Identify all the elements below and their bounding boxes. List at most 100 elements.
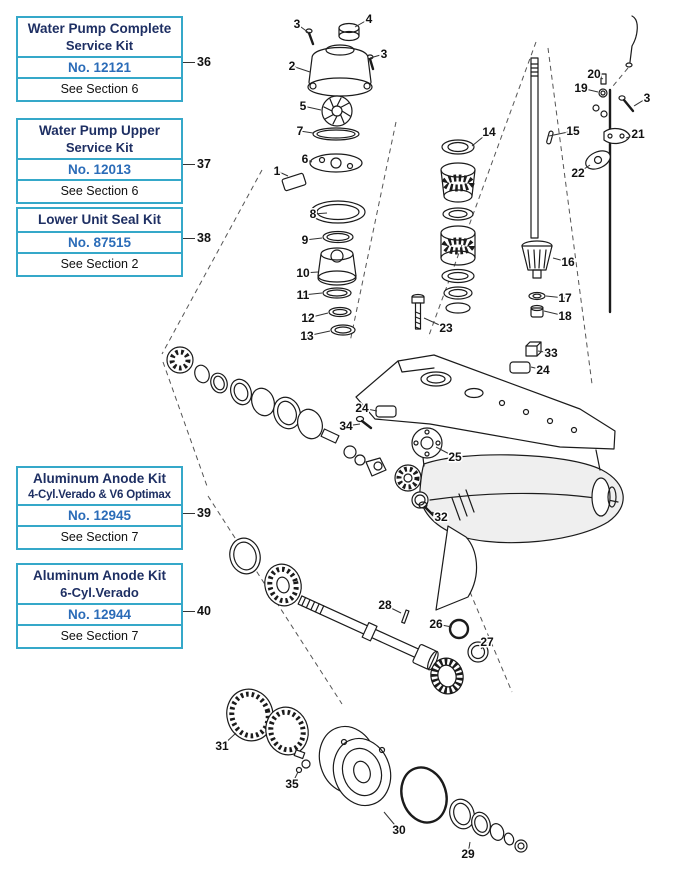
callout-leader-line: [383, 811, 400, 831]
part-callout-26: 26: [429, 617, 443, 631]
kit-title: Water Pump Upper Service Kit: [18, 120, 181, 158]
kit-callout-39: 39: [197, 506, 211, 520]
prop-shaft-assembly: [229, 537, 489, 695]
kit-callout-37: 37: [197, 157, 211, 171]
part-callout-25: 25: [448, 450, 462, 464]
part-callout-12: 12: [301, 311, 315, 325]
callout-leader-line: [577, 164, 591, 174]
callout-leader-line: [471, 131, 490, 147]
kit-section-ref: See Section 7: [60, 629, 139, 644]
seal-train: [166, 346, 443, 517]
kit-part-number-link[interactable]: No. 12121: [18, 56, 181, 80]
callout-leader-line: [307, 312, 329, 319]
kit-part-number-link[interactable]: No. 12013: [18, 158, 181, 182]
shift-shaft-parts: [546, 15, 638, 314]
callout-leader-line: [302, 292, 323, 296]
callout-leader-line: [431, 511, 442, 518]
part-callout-2: 2: [289, 59, 296, 73]
kit-title-line: Water Pump Upper: [38, 123, 160, 138]
kit-title-line: Service Kit: [65, 139, 134, 155]
callout-leader-line: [291, 771, 299, 785]
kit-leader-line: [183, 62, 195, 63]
construction-lines: [161, 41, 593, 705]
callout-leader-line: [296, 23, 310, 34]
callout-leader-line: [221, 732, 237, 747]
part-callout-13: 13: [300, 329, 314, 343]
callout-leader-line: [306, 330, 331, 337]
kit-box-anode-6cyl: Aluminum Anode Kit 6-Cyl.Verado No. 1294…: [16, 563, 183, 650]
water-pump-stack: [281, 22, 375, 336]
callout-leader-line: [423, 317, 447, 329]
kit-section-ref: See Section 6: [60, 82, 139, 97]
callout-leader-line: [299, 130, 314, 134]
part-callout-18: 18: [558, 309, 572, 323]
callout-leader-line: [537, 350, 552, 354]
callout-leader-line: [312, 212, 328, 215]
part-callout-15: 15: [566, 124, 580, 138]
part-callout-21: 21: [631, 127, 645, 141]
callout-leader-line: [552, 257, 569, 263]
callout-leader-line: [593, 73, 604, 80]
callout-leader-line: [302, 271, 319, 274]
kit-part-number-link[interactable]: No. 87515: [18, 230, 181, 254]
part-callout-29: 29: [461, 847, 475, 861]
part-callout-6: 6: [302, 152, 309, 166]
callout-leader-line: [276, 170, 289, 177]
part-callout-1: 1: [274, 164, 281, 178]
kit-leader-line: [183, 513, 195, 514]
kit-part-number-link[interactable]: No. 12944: [18, 603, 181, 627]
callout-leader-line: [548, 130, 574, 137]
callout-leader-line: [530, 366, 544, 371]
part-callout-16: 16: [561, 255, 575, 269]
kit-callout-40: 40: [197, 604, 211, 618]
kit-title-line: Water Pump Complete: [27, 21, 172, 36]
callout-leader-line: [633, 97, 648, 107]
part-callout-10: 10: [296, 266, 310, 280]
driveshaft: [521, 57, 553, 318]
part-callout-17: 17: [558, 291, 572, 305]
kit-callout-36: 36: [197, 55, 211, 69]
kit-title: Lower Unit Seal Kit: [18, 209, 181, 231]
fasteners-and-blocks: [355, 293, 542, 430]
callout-leader-line: [345, 423, 361, 427]
kit-section-ref: See Section 7: [60, 530, 139, 545]
callout-leader-line: [580, 87, 599, 93]
kit-title: Aluminum Anode Kit 4-Cyl.Verado & V6 Opt…: [18, 468, 181, 504]
kit-title-line: 4-Cyl.Verado & V6 Optimax: [28, 488, 171, 501]
part-callout-11: 11: [297, 288, 310, 302]
part-callout-5: 5: [300, 99, 307, 113]
callout-leader-line: [304, 158, 313, 163]
part-callout-23: 23: [439, 321, 453, 335]
part-callout-22: 22: [571, 166, 585, 180]
callout-leader-line: [435, 623, 453, 628]
part-callout-4: 4: [366, 12, 373, 26]
callout-leader-line: [354, 18, 370, 28]
part-callout-31: 31: [215, 739, 229, 753]
part-callout-7: 7: [297, 124, 304, 138]
callout-leader-line: [291, 65, 311, 73]
kit-callout-38: 38: [197, 231, 211, 245]
part-callout-33: 33: [544, 346, 558, 360]
kit-title: Water Pump Complete Service Kit: [18, 18, 181, 56]
kit-box-water-pump-complete: Water Pump Complete Service Kit No. 1212…: [16, 16, 183, 103]
callout-leader-line: [625, 133, 639, 139]
kit-leader-line: [183, 164, 195, 165]
kit-part-number-link[interactable]: No. 12945: [18, 504, 181, 528]
kit-title-line: 6-Cyl.Verado: [60, 584, 139, 600]
part-callout-34: 34: [339, 419, 353, 433]
part-callout-30: 30: [392, 823, 406, 837]
part-callout-35: 35: [285, 777, 299, 791]
part-callout-19: 19: [574, 81, 588, 95]
part-callout-3: 3: [294, 17, 301, 31]
part-callout-28: 28: [378, 598, 392, 612]
part-callout-3: 3: [644, 91, 651, 105]
kit-leader-line: [183, 238, 195, 239]
kit-box-anode-4cyl: Aluminum Anode Kit 4-Cyl.Verado & V6 Opt…: [16, 466, 183, 551]
callout-leader-line: [435, 446, 456, 458]
kit-section-ref: See Section 2: [60, 256, 139, 271]
part-callout-32: 32: [434, 510, 448, 524]
callout-leader-line: [543, 310, 566, 317]
bearing-stack: [440, 139, 476, 314]
callout-leader-line: [361, 407, 378, 412]
